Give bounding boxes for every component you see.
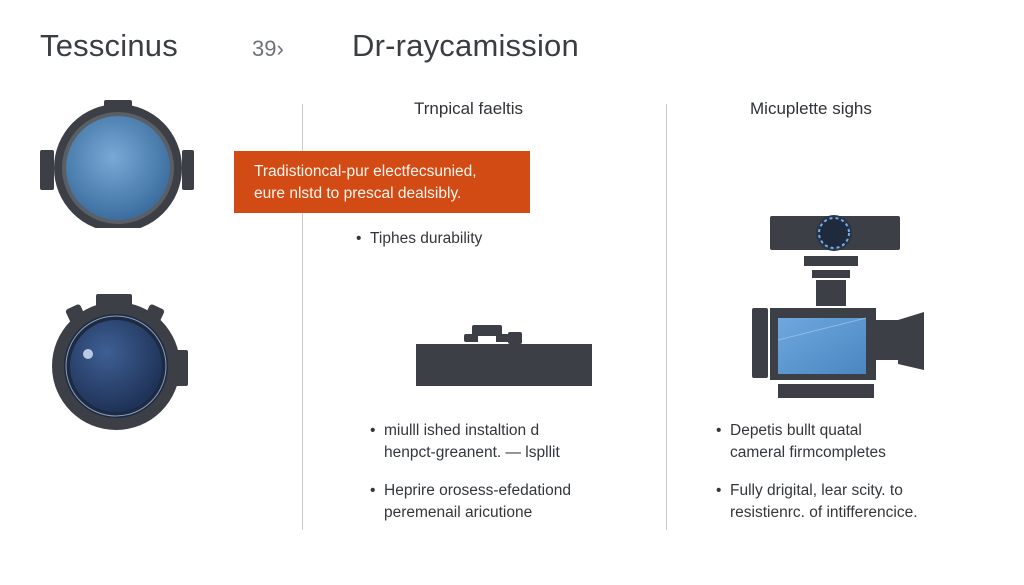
bullet-icon: • — [370, 482, 376, 499]
column-divider-1 — [302, 104, 303, 530]
list-item: • Fully drigital, lear scity. to resistie… — [716, 480, 918, 524]
list-item-text-2: cameral firmcompletes — [730, 444, 886, 461]
digital-camera-sight-icon — [752, 215, 924, 398]
callout-line-2: eure nlstd to prescal dealsibly. — [254, 185, 462, 202]
list-item: • miulll ished instaltion d henpct-greane… — [370, 420, 560, 464]
page-title-right: Dr-raycamission — [352, 28, 579, 63]
night-vision-scope-icon — [52, 294, 188, 430]
list-item: • Heprire orosess-efedationd peremenail a… — [370, 480, 571, 524]
column-heading-1: Trnpical faeltis — [414, 99, 523, 118]
list-item: • Tiphes durability — [356, 228, 482, 250]
list-item-text: Fully drigital, lear scity. to — [730, 482, 903, 499]
page-number-value: 39 — [252, 36, 277, 61]
lens-scope-icon — [40, 100, 194, 228]
column-divider-2 — [666, 104, 667, 530]
bullet-icon: • — [716, 422, 722, 439]
list-item-text: Tiphes durability — [370, 230, 483, 247]
column-heading-2: Micuplette sighs — [750, 99, 872, 118]
page-title-left: Tesscinus — [40, 28, 178, 63]
bullet-icon: • — [716, 482, 722, 499]
list-item-text-2: peremenail aricutione — [384, 504, 533, 521]
list-item-text: Heprire orosess-efedationd — [384, 482, 571, 499]
list-item-text-2: resistienrc. of intifferencice. — [730, 504, 918, 521]
callout-banner: Tradistioncal-pur electfecsunied, eure n… — [234, 151, 530, 213]
page-number: 39› — [252, 36, 284, 62]
bullet-icon: • — [356, 230, 362, 247]
list-item: • Depetis bullt quatal cameral firmcomple… — [716, 420, 886, 464]
list-item-text: miulll ished instaltion d — [384, 422, 540, 439]
list-item-text: Depetis bullt quatal — [730, 422, 862, 439]
rifle-scope-icon — [416, 325, 592, 386]
chevron-right-icon: › — [276, 36, 284, 61]
list-item-text-2: henpct-greanent. — lspllit — [384, 444, 560, 461]
bullet-icon: • — [370, 422, 376, 439]
callout-line-1: Tradistioncal-pur electfecsunied, — [254, 163, 477, 180]
